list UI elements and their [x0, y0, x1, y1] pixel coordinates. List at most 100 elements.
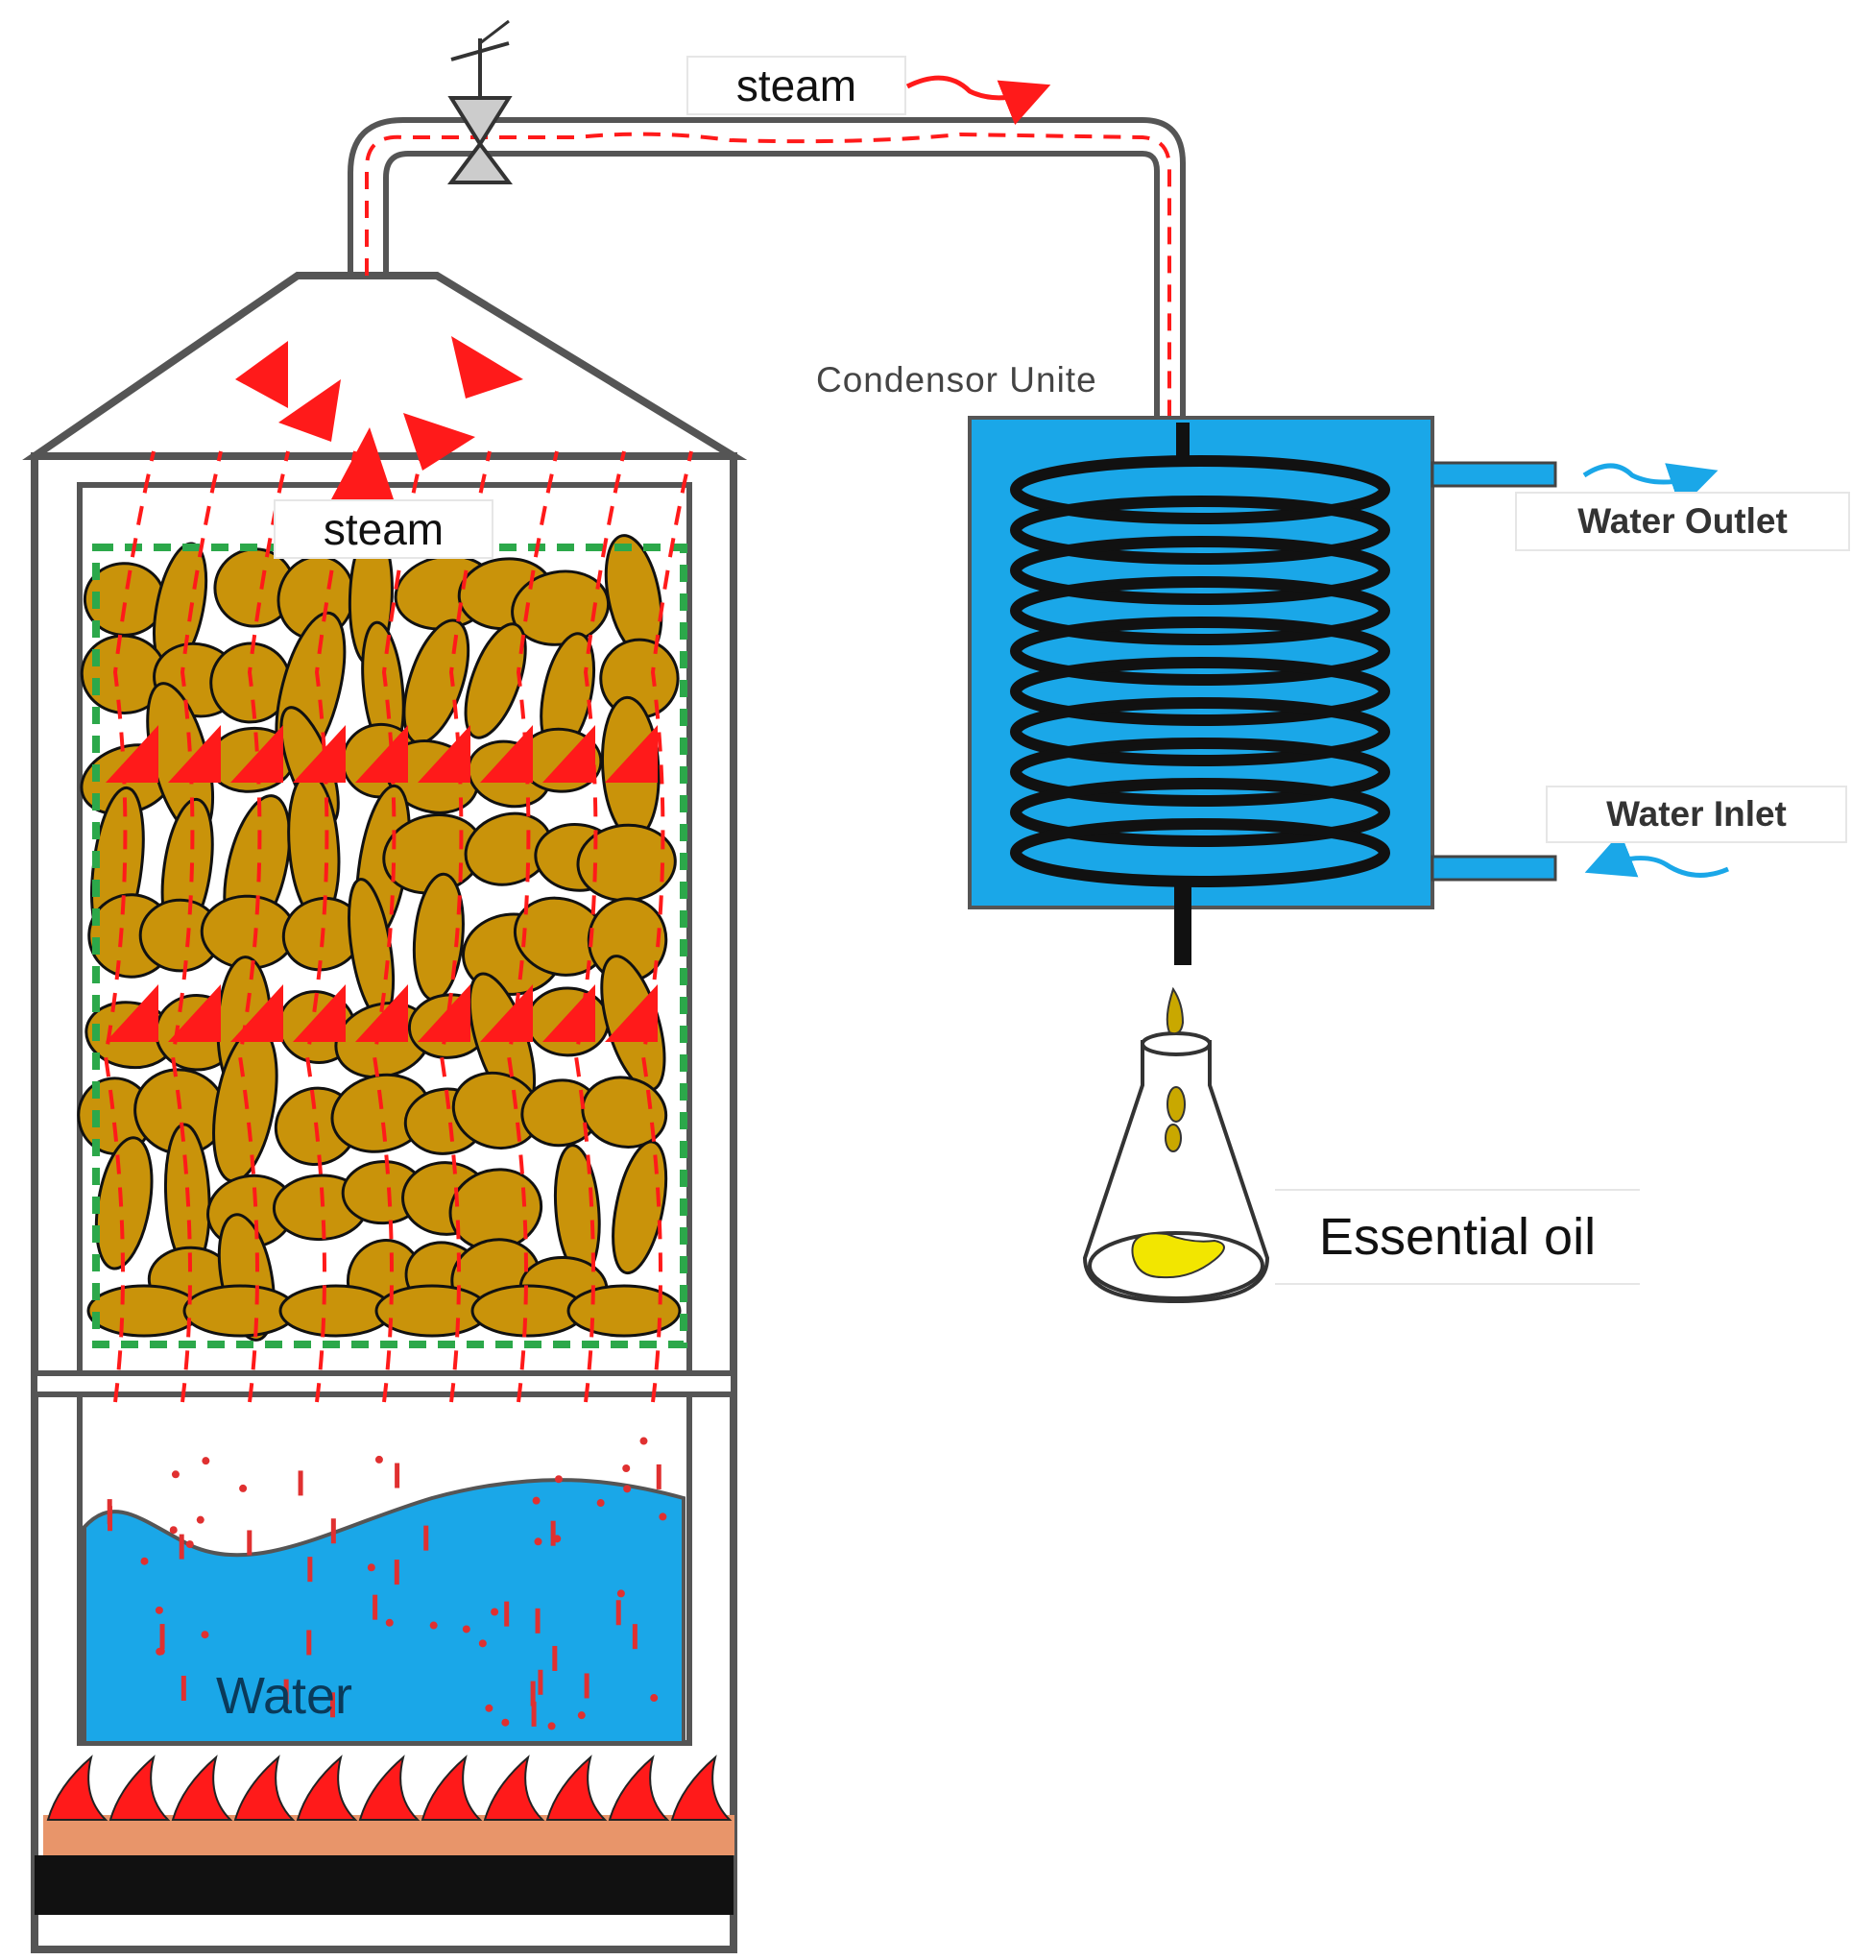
- collection-flask: [1082, 986, 1270, 1304]
- flame: [421, 1754, 483, 1821]
- steam-triangle: [230, 725, 283, 783]
- vapor-bubble: [374, 1455, 383, 1464]
- steam-triangle: [106, 984, 158, 1042]
- vapor-bubble: [538, 1669, 543, 1695]
- vapor-bubble: [550, 1520, 556, 1546]
- steam-vessel-label: steam: [274, 499, 493, 559]
- vapor-bubble: [140, 1557, 149, 1565]
- flame: [483, 1754, 545, 1821]
- vapor-bubble: [501, 1718, 510, 1727]
- steam-triangle: [418, 984, 470, 1042]
- coil-turn: [1010, 697, 1390, 766]
- flame: [233, 1754, 296, 1821]
- water-inlet-arrow: [1584, 832, 1729, 878]
- steam-triangle: [480, 984, 533, 1042]
- vapor-bubble: [373, 1594, 378, 1620]
- oil-drop: [1166, 986, 1185, 1035]
- condenser-unit: [968, 416, 1557, 965]
- steam-triangle: [230, 984, 283, 1042]
- burner-base: [35, 1855, 734, 1915]
- water-inlet-label: Water Inlet: [1546, 786, 1847, 843]
- steam-line: [439, 450, 492, 1403]
- vapor-bubble: [306, 1630, 312, 1656]
- vapor-bubble: [330, 1518, 336, 1544]
- steam-triangle: [480, 725, 533, 783]
- flask-mouth: [1141, 1031, 1212, 1056]
- steam-triangle: [542, 725, 595, 783]
- steam-triangle: [605, 984, 658, 1042]
- vapor-bubble: [156, 1647, 165, 1656]
- flame: [171, 1754, 233, 1821]
- vapor-bubble: [159, 1624, 165, 1650]
- leaf: [464, 622, 527, 739]
- steam-line: [170, 450, 223, 1403]
- steam-vessel-label-text: steam: [323, 504, 445, 554]
- coil-turn: [1010, 738, 1390, 807]
- vapor-bubble: [169, 1526, 178, 1535]
- vapor-bubble: [554, 1475, 563, 1484]
- vapor-bubbles: [107, 1437, 667, 1730]
- flame: [358, 1754, 421, 1821]
- vapor-bubble: [552, 1645, 558, 1671]
- vapor-bubble: [108, 1506, 113, 1532]
- steam-line: [573, 450, 626, 1403]
- steam-triangle: [293, 725, 346, 783]
- hood-arrow: [403, 413, 475, 471]
- vapor-bubble: [429, 1621, 438, 1630]
- steam-triangle: [168, 725, 221, 783]
- water-label-text: Water: [216, 1667, 353, 1725]
- coil-turn: [1010, 818, 1390, 887]
- flames: [46, 1754, 733, 1821]
- vapor-bubble: [180, 1675, 186, 1701]
- vapor-bubble: [622, 1464, 631, 1472]
- flame: [296, 1754, 358, 1821]
- vessel-hood: [22, 272, 748, 460]
- vapor-bubble: [616, 1589, 625, 1598]
- vapor-bubble: [185, 1540, 194, 1549]
- coil-turn: [1010, 617, 1390, 686]
- steam-triangle: [293, 984, 346, 1042]
- vapor-bubble: [650, 1694, 659, 1703]
- vapor-bubble: [202, 1457, 210, 1465]
- vapor-bubble: [385, 1618, 394, 1627]
- condenser-label: Condensor Unite: [816, 360, 1097, 400]
- steam-triangle: [355, 725, 408, 783]
- coil-turn: [1010, 536, 1390, 605]
- flask-base: [1088, 1231, 1264, 1300]
- burner-embers: [43, 1815, 734, 1855]
- vapor-bubble: [491, 1608, 499, 1616]
- burner: [35, 1754, 734, 1915]
- vapor-bubble: [485, 1704, 493, 1712]
- vapor-bubble: [329, 1692, 335, 1718]
- coil-turn: [1010, 496, 1390, 565]
- vapor-bubble: [298, 1470, 303, 1496]
- vapor-bubble: [395, 1463, 400, 1488]
- hood-arrow: [331, 427, 394, 499]
- steam-line: [304, 450, 357, 1403]
- vapor-bubble: [179, 1534, 184, 1560]
- steam-line: [640, 450, 693, 1403]
- vapor-bubble: [632, 1624, 637, 1650]
- vapor-bubble: [504, 1601, 510, 1627]
- steam-line: [372, 450, 424, 1403]
- vapor-bubble: [656, 1464, 661, 1489]
- vapor-bubble: [283, 1679, 289, 1705]
- valve: [447, 19, 513, 184]
- essential-oil-label-text: Essential oil: [1318, 1208, 1597, 1266]
- vapor-bubble: [201, 1631, 209, 1639]
- coil-turn: [1010, 576, 1390, 645]
- vapor-bubble: [367, 1563, 375, 1572]
- steam-line: [103, 450, 156, 1403]
- essential-oil-label: Essential oil: [1275, 1189, 1640, 1285]
- steam-pipe-label: steam: [686, 56, 906, 115]
- steam-pipe-label-text: steam: [735, 60, 857, 110]
- steam-triangle: [355, 984, 408, 1042]
- valve-handle: [450, 41, 510, 61]
- hood-arrow: [451, 336, 523, 399]
- water-outlet-label: Water Outlet: [1515, 492, 1850, 551]
- condenser-coil: [1010, 455, 1390, 887]
- steam-line: [506, 450, 559, 1403]
- valve-handle-tick: [479, 19, 510, 45]
- steam-arrows-in-bed: [106, 725, 658, 1042]
